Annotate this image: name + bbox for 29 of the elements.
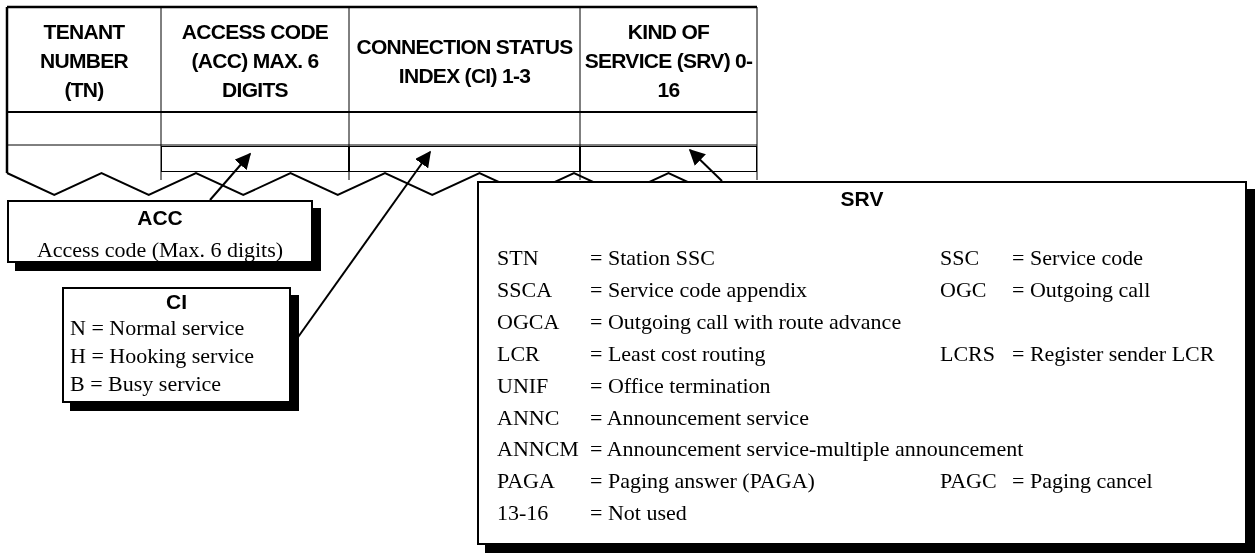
definition-text: B = Busy service — [70, 370, 223, 398]
definition-text: Access code (Max. 6 digits) — [35, 236, 285, 264]
definition-text: N = Normal service — [70, 314, 246, 342]
definition-text: STN = Station SSC — [497, 244, 715, 272]
header-text: TENANT NUMBER (TN) — [39, 19, 129, 103]
definition-text: H = Hooking service — [70, 342, 256, 370]
arrow — [209, 152, 252, 201]
definition-text: ANNCM = Announcement service-multiple announcement — [497, 435, 1024, 464]
table-cell — [349, 146, 580, 172]
definition-text: OGC = Outgoing call — [940, 275, 1151, 304]
box-title: SRV — [839, 187, 885, 211]
definition-text: OGCA = Outgoing call with route advance — [497, 307, 902, 336]
box-title: ACC — [136, 206, 184, 230]
header-text: CONNECTION STATUS INDEX (CI) 1-3 — [355, 33, 574, 89]
definition-text: SSC = Service code — [940, 244, 1143, 272]
definition-text: PAGC = Paging cancel — [940, 467, 1153, 496]
definition-text: LCRS = Register sender LCR — [940, 339, 1215, 368]
box-title: CI — [165, 290, 188, 314]
definition-text: PAGA = Paging answer (PAGA) — [497, 467, 815, 496]
arrow — [688, 148, 723, 182]
definition-text: SSCA = Service code appendix — [497, 275, 808, 304]
header-text: ACCESS CODE (ACC) MAX. 6 DIGITS — [180, 19, 330, 103]
definition-text: ANNC = Announcement service — [497, 403, 809, 432]
definition-text: LCR = Least cost routing — [497, 339, 766, 368]
table-cell — [161, 146, 349, 172]
definition-text: 13-16 = Not used — [497, 499, 687, 528]
table-cell — [580, 146, 757, 172]
definition-text: UNIF = Office termination — [497, 371, 771, 400]
header-text: KIND OF SERVICE (SRV) 0-16 — [583, 19, 754, 103]
